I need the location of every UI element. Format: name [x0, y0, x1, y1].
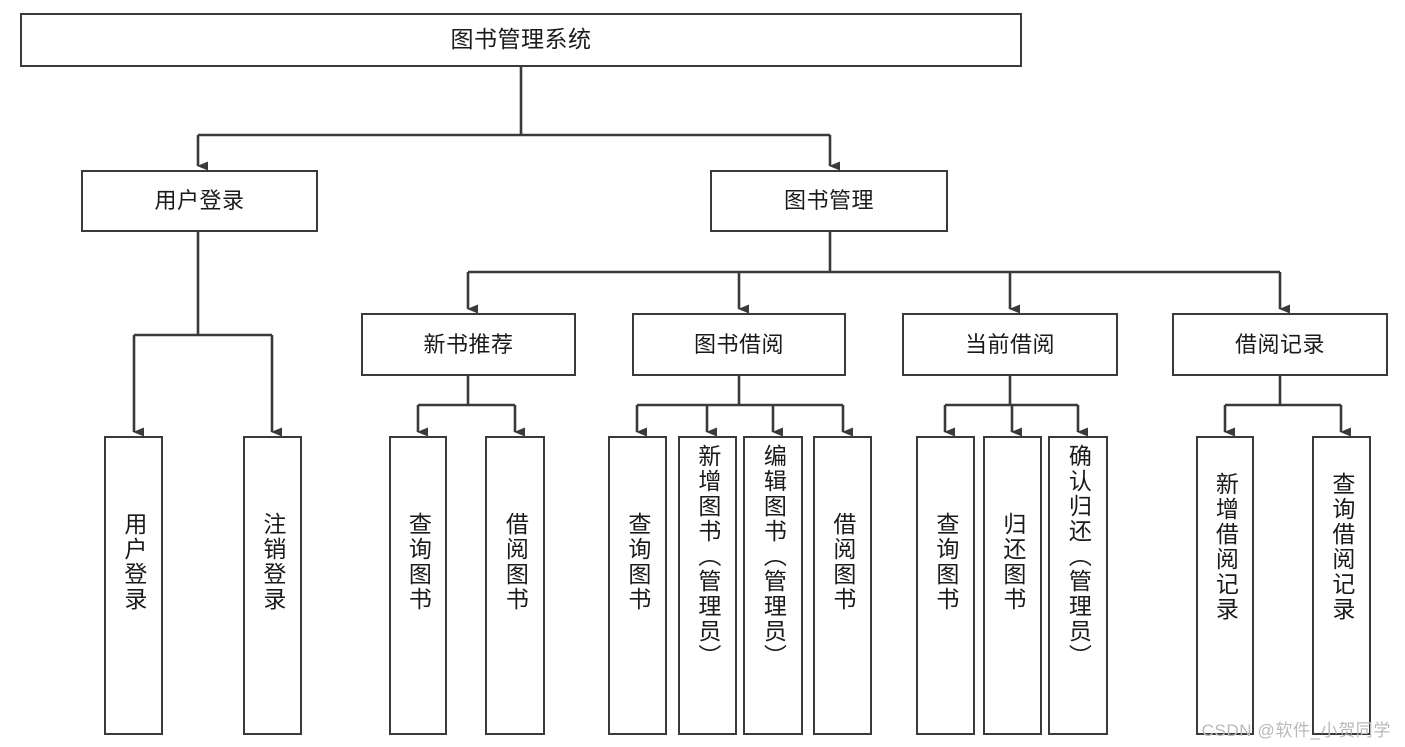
node-label: 图书管理	[783, 188, 874, 214]
node-label: 确认归还（管理员）	[1065, 444, 1092, 669]
node-new-book-recommend[interactable]: 新书推荐	[361, 313, 576, 376]
csdn-watermark: CSDN @软件_小贺同学	[1201, 721, 1391, 740]
node-label: 编辑图书（管理员）	[760, 444, 787, 669]
node-root-book-management-system[interactable]: 图书管理系统	[20, 13, 1022, 67]
node-label: 归还图书	[999, 512, 1026, 612]
node-current-borrow[interactable]: 当前借阅	[902, 313, 1118, 376]
node-label: 借阅记录	[1234, 331, 1325, 357]
node-leaf-add-book[interactable]: 新增图书（管理员）	[678, 436, 737, 735]
node-leaf-return-book[interactable]: 归还图书	[983, 436, 1042, 735]
node-leaf-add-record[interactable]: 新增借阅记录	[1196, 436, 1254, 735]
node-label: 查询借阅记录	[1328, 472, 1355, 622]
node-leaf-user-login[interactable]: 用户登录	[104, 436, 163, 735]
node-label: 用户登录	[154, 188, 245, 214]
node-leaf-logout-login[interactable]: 注销登录	[243, 436, 302, 735]
node-leaf-query-book-3[interactable]: 查询图书	[916, 436, 975, 735]
node-label: 图书借阅	[693, 331, 784, 357]
node-label: 用户登录	[120, 512, 147, 612]
node-leaf-confirm-return[interactable]: 确认归还（管理员）	[1048, 436, 1108, 735]
node-label: 新增图书（管理员）	[694, 444, 721, 669]
node-leaf-edit-book[interactable]: 编辑图书（管理员）	[743, 436, 803, 735]
node-borrow-record[interactable]: 借阅记录	[1172, 313, 1388, 376]
node-label: 当前借阅	[964, 331, 1055, 357]
node-user-login[interactable]: 用户登录	[81, 170, 318, 232]
node-label: 查询图书	[405, 512, 432, 612]
node-leaf-borrow-book-1[interactable]: 借阅图书	[485, 436, 545, 735]
node-leaf-query-record[interactable]: 查询借阅记录	[1312, 436, 1371, 735]
node-book-management[interactable]: 图书管理	[710, 170, 948, 232]
node-leaf-query-book-1[interactable]: 查询图书	[389, 436, 447, 735]
node-label: 新增借阅记录	[1212, 472, 1239, 622]
node-label: 新书推荐	[423, 331, 514, 357]
node-leaf-borrow-book-2[interactable]: 借阅图书	[813, 436, 872, 735]
node-book-borrow[interactable]: 图书借阅	[632, 313, 846, 376]
node-label: 注销登录	[259, 512, 286, 612]
node-label: 借阅图书	[829, 512, 856, 612]
node-label: 借阅图书	[502, 512, 529, 612]
node-leaf-query-book-2[interactable]: 查询图书	[608, 436, 667, 735]
node-label: 查询图书	[624, 512, 651, 612]
node-label: 图书管理系统	[450, 26, 592, 53]
node-label: 查询图书	[932, 512, 959, 612]
